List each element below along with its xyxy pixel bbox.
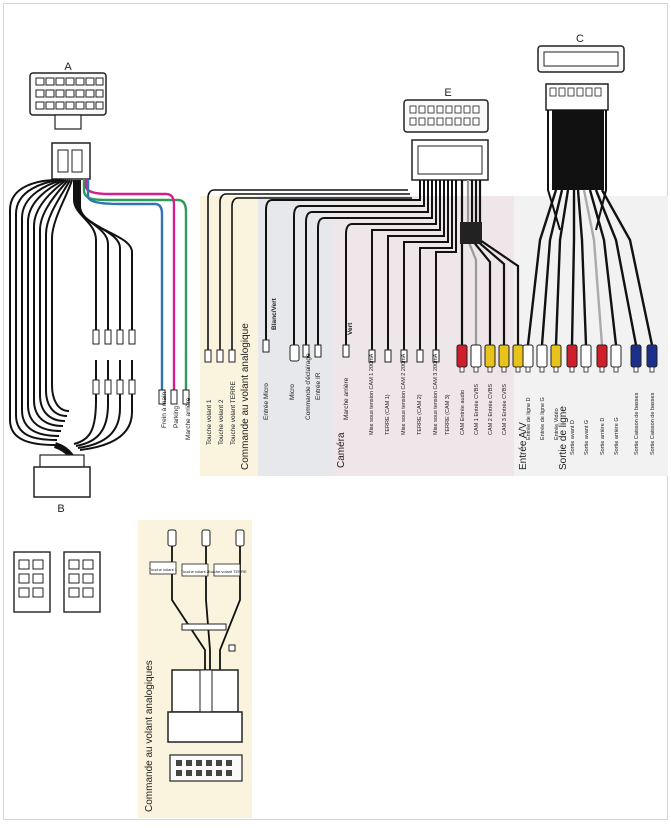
adapter-clip [181,623,227,631]
av-label-0: Entrée de ligne D [526,397,532,440]
out-label-5: Sortie Caisson de basses [650,392,656,455]
adapter-tag-3: Touche volant TERRE [207,569,247,574]
rca-plug [498,344,510,373]
camera-label-5: Mise sous tension CAM 3 200mA [433,353,439,435]
rca-plug [484,344,496,373]
harness-a-boot [39,454,85,468]
steering-label-1: Touche volant 1 [206,399,213,445]
panel-camera [334,196,514,476]
adapter-tab [228,644,236,652]
label-parking: Parking [173,406,180,428]
out-label-2: Sortie arrière D [600,418,606,455]
grey-label-micro: Micro [289,384,296,400]
out-label-3: Sortie arrière G [614,417,620,455]
wire-blue [86,178,164,390]
rca-plugs [456,344,658,373]
adapter-bottom-connector [169,754,243,782]
rca-plug [512,344,524,373]
rca-plug [536,344,548,373]
rca-plug [470,344,482,373]
label-marche-arriere-a: Marche arrière [185,397,192,440]
harness-a-plug [51,142,91,180]
label-blanc-vert: Blanc/Vert [271,297,278,330]
camera-label-2: TERRE (CAM 1) [385,394,391,435]
ferrules-top [204,339,440,363]
out-label-0: Sortie avant D [570,420,576,455]
rca-plug [550,344,562,373]
harness-a-bottom-plug [33,466,91,498]
camera-labels: Mise sous tension CAM 1 200mA TERRE (CAM … [369,353,508,435]
out-label-1: Sortie avant G [584,420,590,455]
av-label-1: Entrée de ligne G [540,397,546,440]
label-vert: Vert [347,322,354,335]
bus-wires [265,180,457,350]
adapter-plugs [167,529,245,547]
connector-c [537,45,625,111]
camera-label-1: Mise sous tension CAM 1 200mA [369,353,375,435]
connector-a-label: A [64,61,72,73]
connector-e-label: E [444,87,451,99]
rca-plug [522,344,534,373]
section-camera: Caméra [336,432,347,468]
label-frein: Frein à main [161,391,168,428]
out-labels: Sortie avant D Sortie avant G Sortie arriè… [570,392,656,455]
section-av-in: Entrée A/V [518,422,529,470]
connector-b [13,551,101,613]
panel-mic [258,196,334,476]
camera-label-3: Mise sous tension CAM 2 200mA [401,353,407,435]
wire-ends-a-upper [92,329,136,345]
out-label-4: Sortie Caisson de basses [634,392,640,455]
section-adapter: Commande au volant analogiques [144,660,155,812]
camera-label-7: CAM Entrée audio [460,390,466,435]
connector-a [29,72,107,130]
adapter-tag-2: Touche volant 2 [181,569,210,574]
rca-plug [630,344,642,373]
adapter-module [167,669,243,743]
steering-wires [207,189,412,350]
adapter-tags: Touche volant 1 Touche volant 2 Touche v… [149,561,247,577]
grey-label-ir: Entrée IR [315,372,322,400]
grey-label-eclairage: Commande d'éclairage [305,353,312,420]
av-labels: Entrée de ligne D Entrée de ligne G Entrée… [526,397,560,440]
section-steering: Commande au volant analogique [240,323,251,470]
rca-plug [456,344,468,373]
camera-label-0: Marche arrière [343,377,350,420]
rca-plug [580,344,592,373]
steering-label-ground: Touche volant TERRE [230,381,237,445]
adapter-tag-1: Touche volant 1 [149,567,178,572]
grey-label-entree-micro: Entrée Micro [263,383,270,420]
output-wires [526,189,654,346]
camera-label-9: CAM 2 Entrée CVBS [488,384,494,435]
section-line-out: Sortie de ligne [558,406,569,470]
camera-label-8: CAM 1 Entrée CVBS [474,384,480,435]
wire-green [82,178,188,390]
rca-plug [566,344,578,373]
panel-steering [200,196,258,476]
rca-plug [646,344,658,373]
camera-label-6: TERRE (CAM 3) [445,394,451,435]
connector-c-label: C [576,33,584,45]
wire-ends-a-lower [92,379,190,405]
camera-label-4: TERRE (CAM 2) [417,394,423,435]
av-label-2: Entrée Vidéo [554,408,560,440]
connector-c-bundle [552,110,604,190]
rca-plug [596,344,608,373]
rca-plug [610,344,622,373]
connector-e [403,99,489,181]
harness-a-wires [9,179,133,451]
camera-label-10: CAM 3 Entrée CVBS [502,384,508,435]
camera-junction [460,222,482,244]
steering-label-2: Touche volant 2 [218,399,225,445]
connector-b-label: B [57,503,64,515]
